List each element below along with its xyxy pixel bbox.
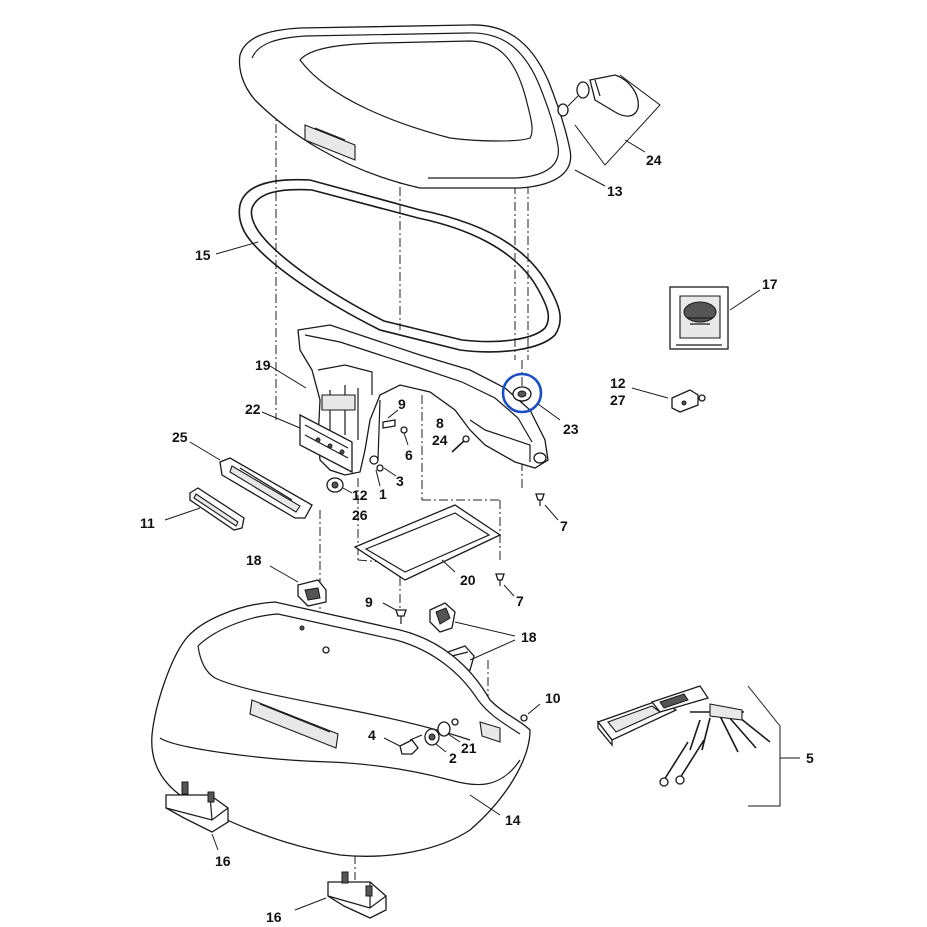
label-4: 4 bbox=[368, 727, 376, 743]
label-18: 18 bbox=[246, 552, 262, 568]
bar-part-11 bbox=[164, 487, 245, 531]
clip-part-12-27 bbox=[631, 387, 706, 413]
label-21: 21 bbox=[461, 740, 477, 756]
label-6: 6 bbox=[405, 447, 413, 463]
gasket-part-15 bbox=[238, 178, 561, 353]
decal-part-17 bbox=[669, 286, 729, 350]
mount-part-16-upper bbox=[165, 781, 229, 851]
label-2: 2 bbox=[449, 750, 457, 766]
label-16-b: 16 bbox=[266, 909, 282, 925]
screws-part-7 bbox=[495, 493, 559, 597]
screw-part-10 bbox=[520, 703, 541, 722]
label-11: 11 bbox=[140, 515, 155, 531]
label-12: 12 bbox=[352, 487, 368, 503]
bracket-part-22 bbox=[299, 413, 353, 474]
mount-part-16-lower bbox=[294, 871, 387, 919]
label-8: 8 bbox=[436, 415, 444, 431]
label-24-b: 24 bbox=[432, 432, 448, 448]
label-27: 27 bbox=[610, 392, 626, 408]
label-13: 13 bbox=[607, 183, 623, 199]
label-22: 22 bbox=[245, 401, 261, 417]
highlight-circle bbox=[501, 372, 543, 414]
grommet-part-23 bbox=[512, 386, 532, 402]
label-19: 19 bbox=[255, 357, 271, 373]
label-14: 14 bbox=[505, 812, 521, 828]
label-5: 5 bbox=[806, 750, 814, 766]
label-15: 15 bbox=[195, 247, 211, 263]
label-16: 16 bbox=[215, 853, 231, 869]
trim-part-25 bbox=[189, 441, 313, 519]
label-25: 25 bbox=[172, 429, 188, 445]
panel-part-20 bbox=[353, 504, 502, 581]
label-3: 3 bbox=[396, 473, 404, 489]
label-10: 10 bbox=[545, 690, 561, 706]
label-9: 9 bbox=[398, 396, 406, 412]
label-12-b: 12 bbox=[610, 375, 626, 391]
leader-lines bbox=[215, 169, 761, 429]
latch-part-24 bbox=[557, 74, 639, 117]
label-26: 26 bbox=[352, 507, 368, 523]
screw-part-9-lower bbox=[382, 602, 407, 624]
leader-24-bracket bbox=[574, 74, 661, 166]
label-23: 23 bbox=[563, 421, 579, 437]
label-1: 1 bbox=[379, 486, 387, 502]
label-18-b: 18 bbox=[521, 629, 537, 645]
toolkit-part-5 bbox=[596, 685, 800, 807]
fasteners-frame bbox=[326, 409, 470, 494]
label-7-b: 7 bbox=[516, 593, 524, 609]
label-24: 24 bbox=[646, 152, 662, 168]
label-7: 7 bbox=[560, 518, 568, 534]
saddlebag-part-14 bbox=[151, 601, 531, 857]
label-20: 20 bbox=[460, 572, 476, 588]
lid-part-13 bbox=[238, 24, 572, 189]
bracket-part-18-left bbox=[269, 565, 327, 607]
label-17: 17 bbox=[762, 276, 778, 292]
label-9-b: 9 bbox=[365, 594, 373, 610]
part-labels: 24 13 15 17 19 22 25 11 9 6 8 24 3 1 12 … bbox=[140, 152, 814, 925]
lock-hardware bbox=[383, 718, 461, 755]
inner-frame-part-19 bbox=[297, 324, 549, 476]
